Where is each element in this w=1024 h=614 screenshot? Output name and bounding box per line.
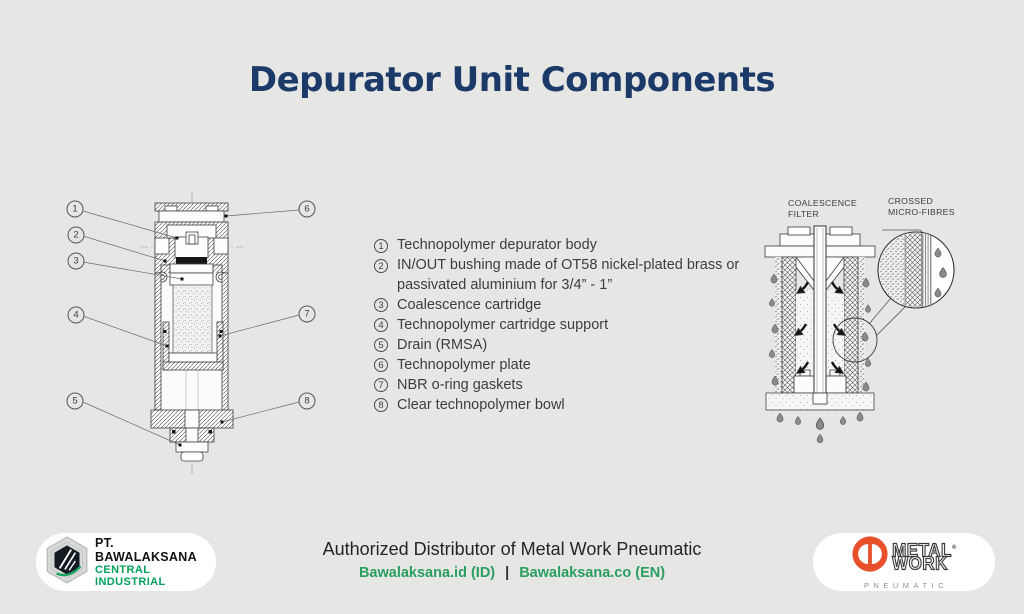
metalwork-circle-icon — [851, 535, 889, 578]
callout-6-number: 6 — [304, 203, 310, 215]
item-number: 4 — [374, 318, 388, 332]
callout-8-number: 8 — [304, 395, 310, 407]
metalwork-word-metal: METAL® — [892, 539, 957, 561]
item-label: Technopolymer plate — [397, 356, 531, 373]
callout-5-number: 5 — [72, 395, 78, 407]
component-item-3: 3 Coalescence cartridge — [374, 296, 768, 316]
website-links: Bawalaksana.id (ID) | Bawalaksana.co (EN) — [0, 565, 1024, 581]
callout-1: 1 — [66, 200, 84, 218]
component-item-4: 4 Technopolymer cartridge support — [374, 316, 768, 336]
coalescence-filter-diagram: COALESCENCE FILTER CROSSED MICRO-FIBRES — [750, 190, 995, 445]
item-label: Technopolymer cartridge support — [397, 316, 609, 333]
page-title: Depurator Unit Components — [248, 60, 776, 100]
item-label: Clear technopolymer bowl — [397, 396, 565, 413]
component-item-1: 1 Technopolymer depurator body — [374, 236, 768, 256]
callout-4: 4 — [67, 306, 85, 324]
callout-2-number: 2 — [73, 229, 79, 241]
item-label: IN/OUT bushing made of OT58 nickel-plate… — [397, 257, 740, 293]
component-item-2: 2 IN/OUT bushing made of OT58 nickel-plat… — [374, 256, 768, 295]
metalwork-word-work: WORK — [892, 553, 948, 575]
callout-3-number: 3 — [73, 255, 79, 267]
footer-center: Authorized Distributor of Metal Work Pne… — [0, 539, 1024, 581]
component-list: 1 Technopolymer depurator body 2 IN/OUT bu… — [374, 236, 768, 416]
metalwork-pneumatic-text: PNEUMATIC — [863, 580, 949, 590]
link-separator: | — [505, 565, 510, 581]
item-number: 8 — [374, 398, 388, 412]
link-bawalaksana-en[interactable]: Bawalaksana.co (EN) — [519, 565, 666, 581]
distributor-text: Authorized Distributor of Metal Work Pne… — [322, 539, 702, 559]
callout-3: 3 — [67, 252, 85, 270]
company-name: PT. BAWALAKSANA — [95, 536, 197, 564]
item-number: 1 — [374, 238, 388, 253]
component-item-6: 6 Technopolymer plate — [374, 356, 768, 376]
bawalaksana-hexagon-icon — [46, 535, 88, 589]
callout-4-number: 4 — [73, 309, 79, 321]
item-number: 6 — [374, 358, 388, 372]
coalescence-filter-label: COALESCENCE FILTER — [788, 198, 857, 219]
item-label: Drain (RMSA) — [397, 336, 488, 353]
callout-5: 5 — [66, 392, 84, 410]
registered-mark: ® — [951, 544, 957, 551]
link-bawalaksana-id[interactable]: Bawalaksana.id (ID) — [358, 565, 496, 581]
item-number: 3 — [374, 298, 388, 312]
callout-2: 2 — [67, 226, 85, 244]
bawalaksana-logo: PT. BAWALAKSANA CENTRAL INDUSTRIAL — [36, 533, 216, 591]
crossed-micro-fibres-label: CROSSED MICRO-FIBRES — [888, 196, 955, 217]
item-number: 2 — [374, 258, 388, 273]
callout-8: 8 — [298, 392, 316, 410]
depurator-drawing — [82, 193, 300, 475]
component-item-8: 8 Clear technopolymer bowl — [374, 396, 768, 416]
company-subtitle: CENTRAL INDUSTRIAL — [95, 564, 166, 588]
callout-1-number: 1 — [72, 203, 78, 215]
component-item-5: 5 Drain (RMSA) — [374, 336, 768, 356]
item-label: Technopolymer depurator body — [397, 237, 597, 253]
component-item-7: 7 NBR o-ring gaskets — [374, 376, 768, 396]
item-number: 7 — [374, 378, 388, 392]
item-label: Coalescence cartridge — [397, 296, 542, 313]
item-number: 5 — [374, 338, 388, 352]
callout-7: 7 — [298, 305, 316, 323]
metalwork-logo: METAL® WORK PNEUMATIC — [813, 533, 995, 591]
item-label: NBR o-ring gaskets — [397, 376, 523, 393]
callout-6: 6 — [298, 200, 316, 218]
depurator-cross-section-diagram: 1 2 3 4 5 6 7 8 — [55, 190, 325, 480]
coalescence-filter-drawing — [764, 225, 955, 444]
callout-7-number: 7 — [304, 308, 310, 320]
